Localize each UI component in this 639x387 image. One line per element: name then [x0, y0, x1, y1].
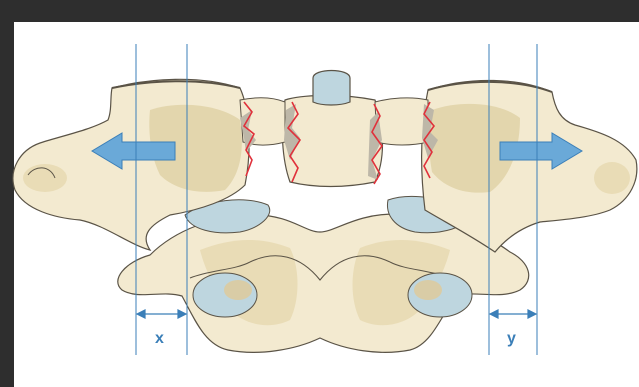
measurement-y [490, 310, 536, 318]
facet-lower-right-inner [414, 280, 442, 300]
right-process-tip-shadow [594, 162, 630, 194]
facet-lower-left-inner [224, 280, 252, 300]
anterior-tubercle [313, 71, 350, 106]
arch-connector-right [375, 98, 428, 145]
measurement-label-y: y [507, 330, 516, 348]
measurement-label-x: x [155, 330, 164, 348]
measurement-x [137, 310, 186, 318]
